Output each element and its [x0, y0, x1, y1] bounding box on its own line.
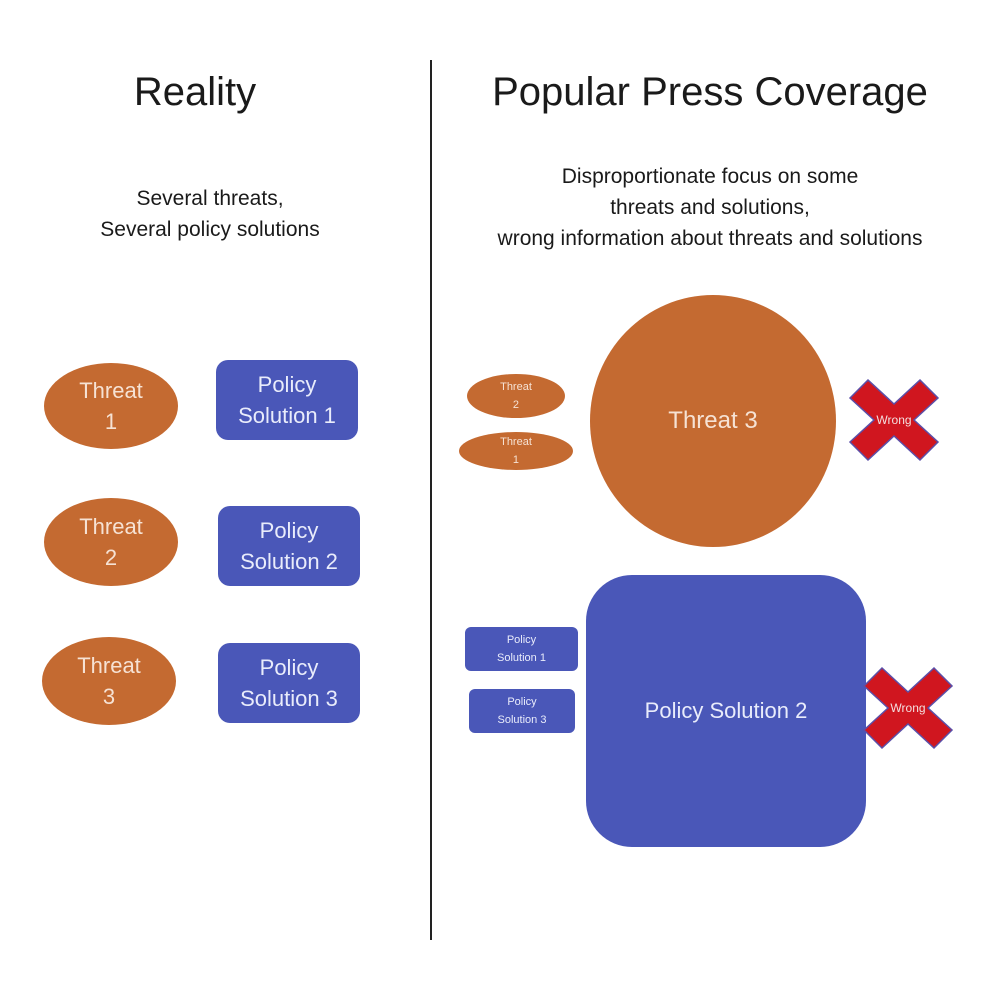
threat-2-node: Threat 2: [44, 498, 178, 586]
wrong-label-threat: Wrong: [876, 413, 912, 427]
left-subtitle-line-1: Several threats,: [136, 187, 284, 210]
policy-solution-3-number: Solution 3: [240, 686, 338, 711]
right-subtitle-line-1: Disproportionate focus on some: [561, 165, 859, 188]
threat-2-word: Threat: [79, 514, 143, 539]
policy-solution-2-word: Policy: [259, 518, 319, 543]
policy-solution-1-word: Policy: [257, 372, 317, 397]
small-policy-solution-3-number: Solution 3: [497, 714, 547, 726]
threat-2-number: 2: [104, 545, 118, 570]
small-threat-2-number: 2: [512, 399, 520, 411]
big-policy-solution-2-label: Policy Solution 2: [644, 698, 808, 723]
wrong-mark-threat: Wrong: [848, 378, 940, 462]
threat-3-node: Threat 3: [42, 637, 176, 725]
x-mark-icon: [862, 666, 954, 750]
right-subtitle: Disproportionate focus on some threats a…: [440, 161, 980, 254]
policy-solution-3-node: Policy Solution 3: [218, 643, 360, 723]
policy-solution-3-word: Policy: [259, 655, 319, 680]
wrong-label-solution: Wrong: [890, 701, 926, 715]
threat-1-word: Threat: [79, 378, 143, 403]
small-threat-1-word: Threat: [500, 436, 532, 448]
threat-1-node: Threat 1: [44, 363, 178, 449]
threat-3-number: 3: [102, 684, 116, 709]
left-subtitle: Several threats, Several policy solution…: [40, 183, 380, 245]
x-mark-icon: [848, 378, 940, 462]
wrong-mark-solution: Wrong: [862, 666, 954, 750]
small-threat-2-node: Threat 2: [467, 374, 565, 418]
threat-3-word: Threat: [77, 653, 141, 678]
small-threat-1-number: 1: [512, 454, 520, 466]
small-threat-2-word: Threat: [500, 381, 532, 393]
left-subtitle-line-2: Several policy solutions: [100, 218, 320, 241]
right-title: Popular Press Coverage: [492, 70, 928, 114]
big-threat-3-node: Threat 3: [590, 295, 836, 547]
policy-solution-2-number: Solution 2: [240, 549, 338, 574]
small-policy-solution-1-word: Policy: [506, 634, 537, 646]
threat-1-number: 1: [104, 409, 118, 434]
policy-solution-1-node: Policy Solution 1: [216, 360, 358, 440]
right-subtitle-line-2: threats and solutions,: [610, 196, 810, 219]
policy-solution-1-number: Solution 1: [238, 403, 336, 428]
small-policy-solution-1-number: Solution 1: [497, 652, 546, 664]
big-policy-solution-2-node: Policy Solution 2: [586, 575, 866, 847]
small-threat-1-node: Threat 1: [459, 432, 573, 470]
right-subtitle-line-3: wrong information about threats and solu…: [497, 227, 923, 250]
small-policy-solution-3-word: Policy: [507, 696, 537, 708]
small-policy-solution-1-node: Policy Solution 1: [465, 627, 578, 671]
big-threat-3-label: Threat 3: [668, 407, 758, 434]
left-title: Reality: [133, 70, 257, 114]
small-policy-solution-3-node: Policy Solution 3: [469, 689, 575, 733]
column-divider: [430, 60, 432, 940]
policy-solution-2-node: Policy Solution 2: [218, 506, 360, 586]
